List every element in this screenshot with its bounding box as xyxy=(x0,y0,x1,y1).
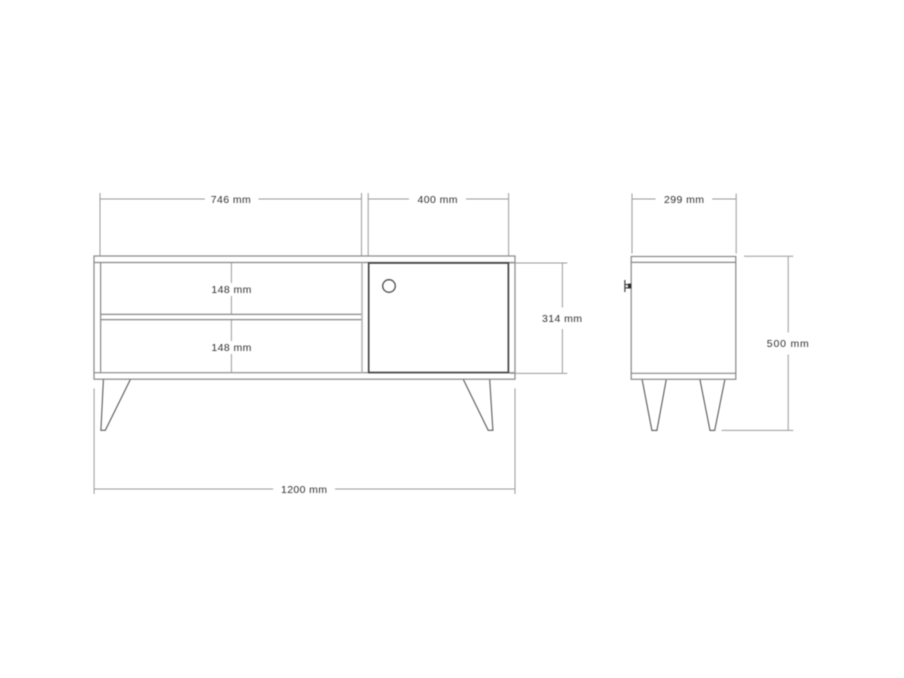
svg-text:148 mm: 148 mm xyxy=(211,284,251,296)
svg-text:746 mm: 746 mm xyxy=(211,194,251,206)
svg-text:148 mm: 148 mm xyxy=(211,342,251,354)
svg-text:500 mm: 500 mm xyxy=(767,338,809,350)
svg-text:1200 mm: 1200 mm xyxy=(281,484,327,496)
svg-text:299 mm: 299 mm xyxy=(664,194,704,206)
svg-text:400 mm: 400 mm xyxy=(418,194,458,206)
svg-text:314 mm: 314 mm xyxy=(542,313,582,325)
